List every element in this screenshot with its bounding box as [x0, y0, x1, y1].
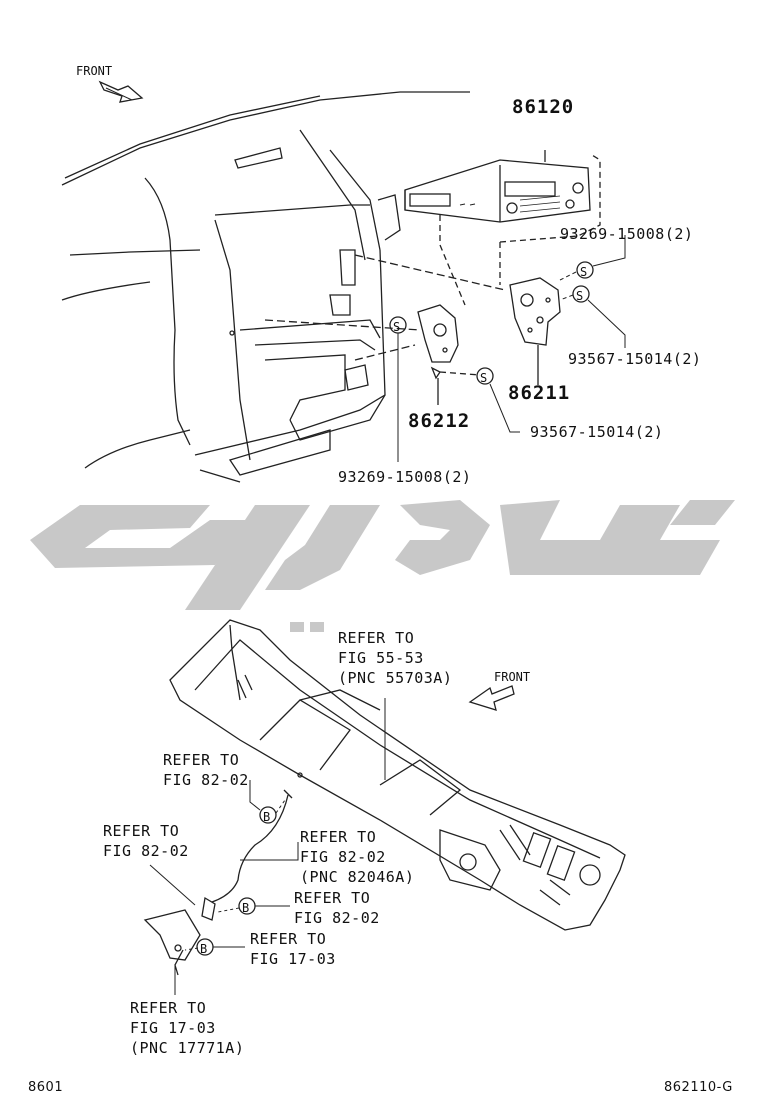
antenna-cable-drawing: [143, 772, 303, 995]
screw-label-top-right[interactable]: 93269-15008(2): [560, 225, 694, 243]
part-number-86120[interactable]: 86120: [512, 96, 575, 118]
screw-label-mid-right[interactable]: 93567-15014(2): [568, 350, 702, 368]
ref-line-2: FIG 82-02: [294, 909, 380, 927]
ref-line-3: (PNC 55703A): [338, 669, 453, 687]
dashboard-drawing: [61, 91, 470, 483]
front-arrow-bottom-icon: [468, 685, 515, 711]
radio-unit-drawing: [264, 150, 601, 376]
part-number-86211[interactable]: 86211: [508, 382, 571, 404]
ref-line-2: FIG 55-53: [338, 649, 424, 667]
screw-symbol-4: S: [480, 371, 488, 385]
ref-line-1: REFER TO: [338, 629, 415, 647]
screw-symbol-3: S: [393, 320, 401, 334]
ref-line-1: REFER TO: [250, 930, 327, 948]
ref-line-3: (PNC 82046A): [300, 868, 415, 886]
footer-left-code: 8601: [28, 1080, 64, 1095]
cowl-frame-drawing: [169, 619, 626, 931]
ref-line-1: REFER TO: [300, 828, 377, 846]
part-number-86212[interactable]: 86212: [408, 410, 471, 432]
clip-symbol-2: B: [242, 901, 250, 915]
screw-symbol-1: S: [580, 265, 588, 279]
clip-symbols: [149, 780, 299, 956]
clip-symbol-1: B: [263, 810, 271, 824]
clip-symbol-3: B: [200, 942, 208, 956]
ref-line-2: FIG 17-03: [250, 950, 336, 968]
ref-line-2: FIG 17-03: [130, 1019, 216, 1037]
front-label-bottom: FRONT: [494, 670, 531, 684]
ref-line-1: REFER TO: [103, 822, 180, 840]
ref-line-2: FIG 82-02: [163, 771, 249, 789]
screw-label-bottom[interactable]: 93269-15008(2): [338, 468, 472, 486]
ref-line-2: FIG 82-02: [103, 842, 189, 860]
footer-right-code: 862110-G: [664, 1080, 733, 1095]
front-label: FRONT: [76, 64, 113, 78]
screw-symbol-2: S: [576, 289, 584, 303]
screw-label-lower-right[interactable]: 93567-15014(2): [530, 423, 664, 441]
front-arrow-icon: [98, 80, 144, 103]
ref-line-2: FIG 82-02: [300, 848, 386, 866]
bracket-86211-drawing: [509, 277, 561, 385]
ref-line-1: REFER TO: [163, 751, 240, 769]
ref-line-3: (PNC 17771A): [130, 1039, 245, 1057]
bracket-86212-drawing: [417, 304, 459, 405]
screw-symbols: [389, 235, 626, 462]
watermark-logo: [30, 500, 735, 632]
ref-line-1: REFER TO: [294, 889, 371, 907]
ref-line-1: REFER TO: [130, 999, 207, 1017]
